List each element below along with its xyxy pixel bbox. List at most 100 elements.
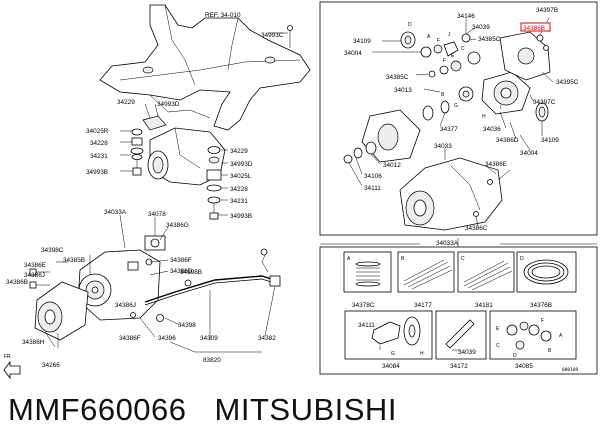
label-34109: 34109 [353, 38, 371, 45]
label-34385B: 34385B [63, 257, 85, 264]
svg-text:E: E [496, 326, 500, 332]
svg-text:F: F [541, 318, 544, 324]
label-34106: 34106 [364, 173, 382, 180]
svg-text:D: D [520, 256, 524, 262]
label-34033A: 34033A [104, 209, 127, 216]
label-34377: 34377 [440, 126, 458, 133]
label-34033: 34033 [434, 143, 452, 150]
differential-internals [343, 31, 551, 164]
label-34109-right: 34109 [541, 137, 559, 144]
reference-label: REF. 34-010 [205, 12, 241, 19]
svg-text:J: J [448, 32, 451, 38]
upper-letter-callouts: D A F J E F C G H B I [408, 22, 501, 120]
diagram-code: 000109 [562, 367, 579, 373]
left-part-labels: REF. 34-010 34993C 34229 34993D 34025R 3… [6, 12, 284, 369]
label-34396: 34396 [158, 335, 176, 342]
svg-text:B: B [548, 348, 552, 354]
svg-text:34378C: 34378C [352, 302, 375, 309]
right-part-labels: 34109 34004 34146 34039 34397B 34385C 34… [344, 7, 579, 247]
svg-text:34085: 34085 [515, 363, 533, 370]
svg-text:B: B [441, 92, 445, 98]
label-34228: 34228 [90, 140, 108, 147]
spring-kit-boxes: A B C D 34378C 34177 34181 34376B [343, 251, 577, 309]
label-34386J-lower: 34386J [115, 302, 136, 309]
svg-text:D: D [513, 353, 517, 359]
label-34266: 34266 [42, 362, 60, 369]
label-34386F-lower: 34386F [119, 335, 141, 342]
label-34386J: 34386J [24, 272, 45, 279]
part-number: MMF660066 [8, 392, 187, 427]
label-34386E: 34386E [24, 262, 46, 269]
svg-text:34172: 34172 [450, 363, 468, 370]
label-34398: 34398 [178, 322, 196, 329]
label-34229-right: 34229 [230, 148, 248, 155]
label-34385C: 34385C [478, 36, 501, 43]
highlighted-part: 34386B [520, 22, 551, 32]
svg-text:34376B: 34376B [530, 302, 552, 309]
svg-text:D: D [408, 22, 412, 28]
label-34004: 34004 [344, 50, 362, 57]
svg-text:F: F [437, 38, 440, 44]
label-34397C: 34397C [533, 99, 556, 106]
label-34386H: 34386H [22, 339, 45, 346]
label-34395C: 34395C [556, 79, 579, 86]
part-caption: MMF660066 MITSUBISHI [8, 392, 397, 436]
label-34993B: 34993B [86, 169, 108, 176]
mounting-bolts [29, 261, 68, 348]
label-34033A-right: 34033A [436, 240, 459, 247]
svg-text:34084: 34084 [382, 363, 400, 370]
label-34385C-lower: 34385C [386, 74, 409, 81]
label-34386D-right: 34386D [496, 137, 519, 144]
svg-text:A: A [347, 256, 351, 262]
gear-kit-boxes: G H 34111 34039 E F C A D B 34084 34172 … [344, 310, 577, 370]
label-34025L: 34025L [230, 173, 252, 180]
label-34386B: 34386B [6, 279, 28, 286]
upper-bushing-left [130, 115, 167, 176]
label-34231: 34231 [90, 153, 108, 160]
svg-text:34181: 34181 [475, 302, 493, 309]
label-34386C: 34386C [465, 225, 488, 232]
rear-differential-assembly [34, 235, 166, 341]
crossmember-frame [99, 4, 311, 131]
label-34012: 34012 [383, 162, 401, 169]
svg-text:G: G [454, 103, 458, 109]
svg-text:34177: 34177 [414, 302, 432, 309]
brand-name: MITSUBISHI [214, 392, 397, 427]
highlighted-part-label: 34386B [523, 25, 545, 32]
label-34993B-right: 34993B [230, 213, 252, 220]
label-34036: 34036 [483, 126, 501, 133]
label-34382: 34382 [258, 335, 276, 342]
svg-text:C: C [461, 46, 465, 52]
svg-text:A: A [559, 333, 563, 339]
label-34398B: 34398B [180, 269, 202, 276]
label-34386G: 34386G [166, 222, 189, 229]
label-34309: 34309 [200, 335, 218, 342]
label-34078: 34078 [148, 211, 166, 218]
label-34386E-right: 34386E [485, 161, 507, 168]
label-34146: 34146 [457, 13, 475, 20]
side-bushings [206, 146, 222, 220]
label-34013: 34013 [394, 87, 412, 94]
label-34229: 34229 [117, 99, 135, 106]
svg-text:A: A [427, 34, 431, 40]
label-34386F: 34386F [170, 257, 192, 264]
svg-text:H: H [482, 114, 486, 120]
svg-text:G: G [391, 351, 395, 357]
svg-text:E: E [451, 53, 455, 59]
differential-case [399, 157, 511, 231]
svg-text:34111: 34111 [358, 322, 375, 329]
direction-label: FR [4, 354, 11, 360]
label-34039: 34039 [472, 24, 490, 31]
label-34398C: 34398C [41, 247, 64, 254]
exploded-parts-diagram: FR REF. 34-010 34993C 34229 34993D 34025… [3, 1, 598, 380]
label-34231-right: 34231 [230, 198, 248, 205]
label-83820: 83820 [203, 357, 221, 364]
label-34993D: 34993D [157, 101, 180, 108]
label-34993C: 34993C [261, 32, 284, 39]
svg-text:C: C [461, 256, 465, 262]
svg-text:34039: 34039 [458, 349, 476, 356]
label-34397B: 34397B [536, 7, 558, 14]
breather-hose [130, 248, 281, 322]
label-34004-right: 34004 [520, 150, 538, 157]
label-34111: 34111 [364, 185, 381, 192]
